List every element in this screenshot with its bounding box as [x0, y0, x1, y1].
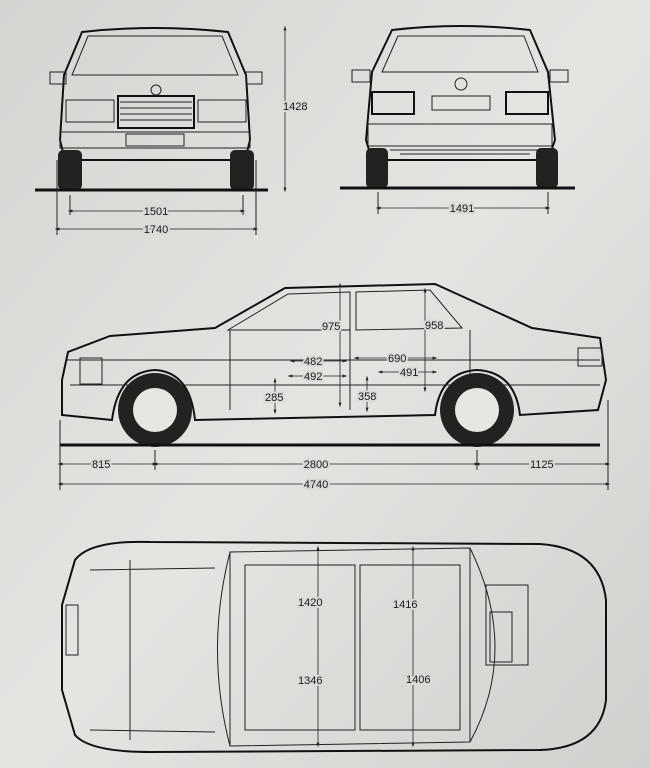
dim-front-legroom-lower: 492 [304, 371, 322, 383]
dim-front-overhang: 815 [92, 459, 110, 471]
dim-rear-headroom: 958 [425, 320, 443, 332]
dim-front-headroom: 975 [322, 321, 340, 333]
dim-front-hip-width: 1346 [298, 675, 322, 687]
dim-rear-legroom-lower: 491 [400, 367, 418, 379]
dim-rear-legroom-upper: 690 [388, 353, 406, 365]
dim-rear-overhang: 1125 [530, 459, 554, 471]
dim-front-legroom-upper: 482 [304, 356, 322, 368]
dim-height: 1428 [283, 101, 307, 113]
dim-wheelbase: 2800 [304, 459, 328, 471]
dim-rear-seat-height: 358 [358, 391, 376, 403]
dim-overall-length: 4740 [304, 479, 328, 491]
dim-rear-track: 1491 [450, 203, 474, 215]
dim-front-shoulder-width: 1420 [298, 597, 322, 609]
dim-overall-width: 1740 [144, 224, 168, 236]
top-view: 1420 1346 1416 1406 [61, 540, 607, 754]
dim-rear-hip-width: 1406 [406, 674, 430, 686]
dim-front-seat-height: 285 [265, 392, 283, 404]
front-view: 1501 1740 1428 [35, 25, 309, 238]
dim-rear-shoulder-width: 1416 [393, 599, 417, 611]
dim-front-track: 1501 [144, 206, 168, 218]
side-view: 975 958 482 492 690 491 285 358 815 2800… [57, 282, 611, 493]
rear-view: 1491 [340, 25, 575, 217]
